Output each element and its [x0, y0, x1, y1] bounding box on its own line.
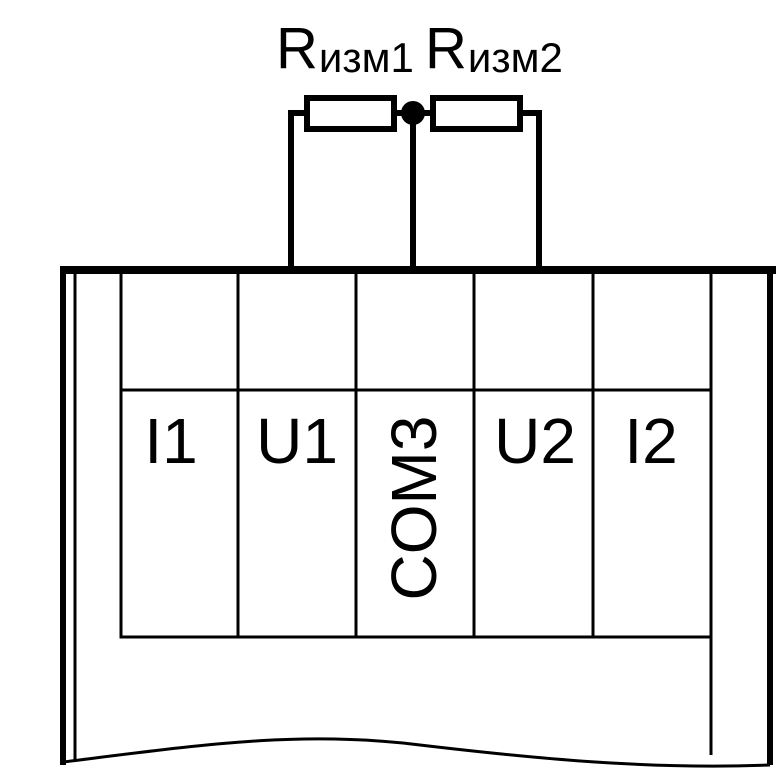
- resistor-1-label: Rизм1: [276, 16, 414, 81]
- terminal-label-com3: COM3: [378, 416, 450, 601]
- wire-to-u1: [288, 110, 307, 268]
- terminal-label-i1: I1: [144, 405, 197, 477]
- resistor-1-subscript: изм1: [319, 34, 414, 81]
- housing-break-line: [62, 737, 771, 768]
- resistor-1-letter: R: [276, 16, 318, 81]
- terminal-label-u1: U1: [256, 405, 338, 477]
- terminal-label-i2: I2: [624, 405, 677, 477]
- resistor-2-letter: R: [425, 16, 467, 81]
- junction-node: [401, 101, 425, 125]
- terminal-block: [119, 270, 713, 639]
- resistor-1-body: [304, 95, 397, 132]
- terminal-label-u2: U2: [494, 405, 576, 477]
- wire-to-u2: [520, 110, 542, 268]
- resistor-2-label: Rизм2: [425, 16, 563, 81]
- resistor-2-subscript: изм2: [468, 34, 563, 81]
- resistor-2-body: [430, 95, 523, 132]
